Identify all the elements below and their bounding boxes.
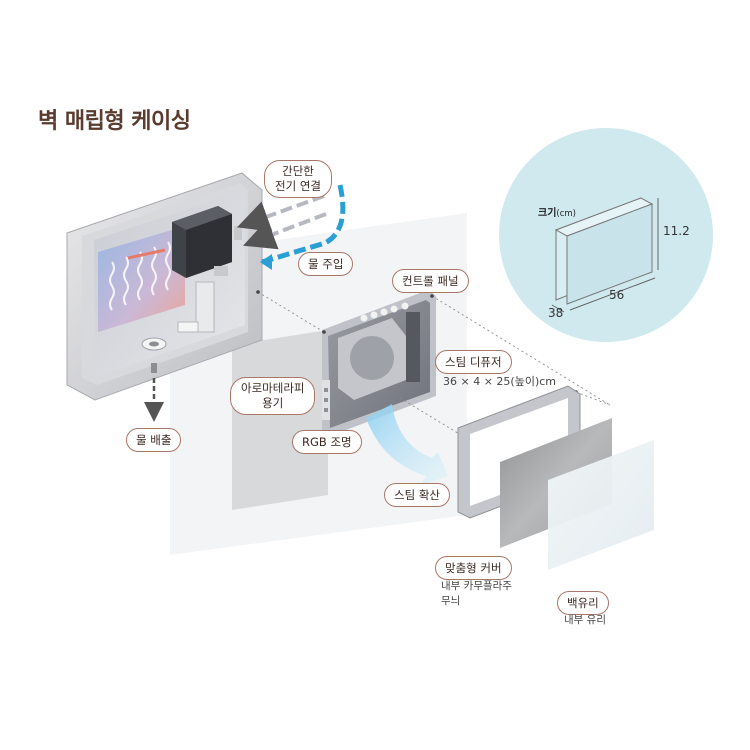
water-in-arrow (261, 184, 346, 265)
custom-cover-note: 내부 카무플라주 무늬 (441, 579, 512, 609)
label-aroma-line2: 용기 (262, 396, 284, 410)
guide-lines (257, 291, 611, 439)
aroma-panel (232, 330, 328, 510)
size-width: 56 (609, 288, 625, 302)
size-title-text: 크기 (538, 208, 557, 219)
label-control-panel: 컨트롤 패널 (392, 269, 469, 293)
page-title: 벽 매립형 케이싱 (38, 109, 191, 134)
diffuser-size-note: 36 × 4 × 25(높이)cm (443, 375, 556, 388)
label-steam-spread: 스팀 확산 (384, 483, 450, 507)
glass-panel (548, 440, 654, 570)
label-rgb: RGB 조명 (292, 430, 362, 454)
label-water-in: 물 주입 (298, 252, 354, 276)
size-diagram (499, 128, 713, 342)
electric-module (172, 206, 242, 278)
control-panel-buttons (360, 302, 409, 322)
housing-box (66, 172, 263, 401)
custom-cover-note-line1: 내부 카무플라주 (441, 580, 512, 592)
size-box-drawing (554, 197, 654, 305)
label-aroma: 아로마테라피 용기 (230, 377, 316, 415)
label-electric-line1: 간단한 (282, 164, 314, 178)
steam-diffuser (322, 290, 436, 436)
custom-cover-note-line2: 무늬 (441, 595, 461, 607)
glass-note: 내부 유리 (564, 614, 606, 626)
size-unit: (cm) (556, 209, 576, 219)
label-steam-diffuser: 스팀 디퓨저 (435, 350, 512, 374)
label-glass: 백유리 (557, 591, 609, 615)
size-depth: 38 (548, 306, 564, 320)
label-electric: 간단한 전기 연결 (264, 160, 332, 198)
size-title: 크기(cm) (538, 204, 576, 219)
label-electric-line2: 전기 연결 (275, 179, 321, 193)
label-water-out: 물 배출 (126, 428, 182, 452)
electric-arrows (236, 194, 327, 250)
label-custom-cover: 맞춤형 커버 (435, 556, 512, 580)
steam-flow (366, 404, 448, 486)
size-height: 11.2 (663, 224, 690, 238)
label-aroma-line1: 아로마테라피 (241, 381, 305, 395)
